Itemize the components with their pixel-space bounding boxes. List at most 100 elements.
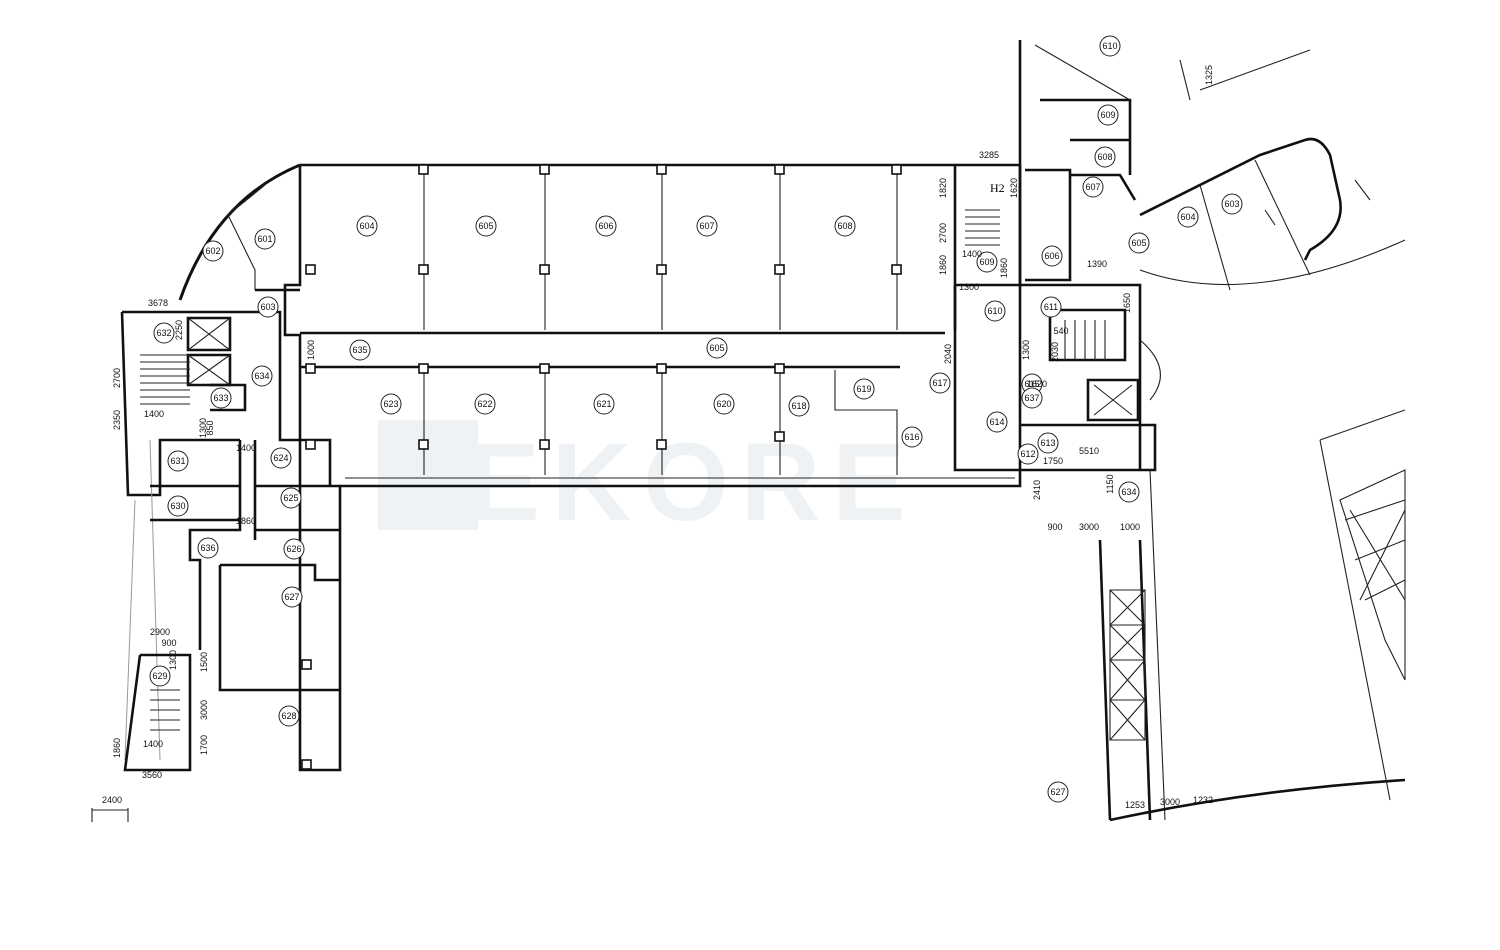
dimension-1400: 1400 xyxy=(236,443,256,453)
dimension-3678: 3678 xyxy=(148,298,168,308)
room-marker xyxy=(167,450,189,472)
dimension-1300: 1300 xyxy=(959,282,979,292)
room-number: 618 xyxy=(791,401,806,411)
room-marker xyxy=(595,215,617,237)
room-602: 602 xyxy=(202,240,224,262)
room-number: 620 xyxy=(716,399,731,409)
room-606: 606 xyxy=(1041,245,1063,267)
dimension-3560: 3560 xyxy=(142,770,162,780)
dimension-2250: 2250 xyxy=(174,320,184,340)
dimension-2400: 2400 xyxy=(102,795,122,805)
room-number: 611 xyxy=(1044,302,1058,312)
dimension-2700: 2700 xyxy=(938,223,948,243)
room-number: 624 xyxy=(273,453,288,463)
room-number: 606 xyxy=(1044,251,1059,261)
room-605: 605 xyxy=(1128,232,1150,254)
room-number: 631 xyxy=(170,456,185,466)
room-605: 605 xyxy=(706,337,728,359)
room-marker xyxy=(1017,443,1039,465)
room-number: 613 xyxy=(1040,438,1055,448)
dimension-1000: 1000 xyxy=(306,340,316,360)
room-marker xyxy=(167,495,189,517)
room-marker xyxy=(1097,104,1119,126)
room-marker xyxy=(1037,432,1059,454)
room-616: 616 xyxy=(901,426,923,448)
dimension-1750: 1750 xyxy=(1043,456,1063,466)
room-number: 612 xyxy=(1020,449,1035,459)
room-marker xyxy=(788,395,810,417)
dimension-1500: 1500 xyxy=(199,652,209,672)
room-marker xyxy=(1118,481,1140,503)
room-number: 629 xyxy=(152,671,167,681)
room-612: 612 xyxy=(1017,443,1039,465)
room-number: 603 xyxy=(1224,199,1239,209)
dimension-900: 900 xyxy=(1047,522,1062,532)
room-marker xyxy=(986,411,1008,433)
room-number: 615 xyxy=(1024,379,1039,389)
room-number: 626 xyxy=(286,544,301,554)
room-611: 611 xyxy=(1040,296,1062,318)
room-number: 621 xyxy=(596,399,611,409)
room-marker xyxy=(593,393,615,415)
dimension-3000: 3000 xyxy=(199,700,209,720)
room-606: 606 xyxy=(595,215,617,237)
room-number: 627 xyxy=(284,592,299,602)
dimension-2030: 2030 xyxy=(1050,342,1060,362)
dimension-3000: 3000 xyxy=(1079,522,1099,532)
room-marker xyxy=(380,393,402,415)
room-number: 608 xyxy=(1097,152,1112,162)
room-609: 609 xyxy=(1097,104,1119,126)
room-marker xyxy=(1177,206,1199,228)
room-marker xyxy=(984,300,1006,322)
dimension-1700: 1700 xyxy=(199,735,209,755)
room-607: 607 xyxy=(1082,176,1104,198)
room-number: 607 xyxy=(699,221,714,231)
room-613: 613 xyxy=(1037,432,1059,454)
room-number: 627 xyxy=(1050,787,1065,797)
room-637: 637 xyxy=(1021,387,1043,409)
dimension-1860: 1860 xyxy=(999,258,1009,278)
room-628: 628 xyxy=(278,705,300,727)
room-610: 610 xyxy=(984,300,1006,322)
dimension-1400: 1400 xyxy=(143,739,163,749)
room-633: 633 xyxy=(210,387,232,409)
room-number: 608 xyxy=(837,221,852,231)
room-631: 631 xyxy=(167,450,189,472)
room-604: 604 xyxy=(356,215,378,237)
dimension-1325: 1325 xyxy=(1204,65,1214,85)
room-617: 617 xyxy=(929,372,951,394)
dimension-3000: 3000 xyxy=(1160,797,1180,807)
room-625: 625 xyxy=(280,487,302,509)
room-635: 635 xyxy=(349,339,371,361)
dimension-2040: 2040 xyxy=(943,344,953,364)
dimension-1400: 1400 xyxy=(962,249,982,259)
room-632: 632 xyxy=(153,322,175,344)
room-number: 636 xyxy=(200,543,215,553)
dimension-1620: 1620 xyxy=(1027,379,1047,389)
room-number: 604 xyxy=(1180,212,1195,222)
room-630: 630 xyxy=(167,495,189,517)
room-marker xyxy=(149,665,171,687)
stair-label: H2 xyxy=(990,181,1005,195)
dimension-2900: 2900 xyxy=(150,627,170,637)
room-number: 605 xyxy=(709,343,724,353)
dimension-1300: 1300 xyxy=(1021,340,1031,360)
room-number: 630 xyxy=(170,501,185,511)
dimension-900: 900 xyxy=(161,638,176,648)
room-609: 609 xyxy=(976,251,998,273)
room-number: 634 xyxy=(1121,487,1136,497)
room-number: 609 xyxy=(1100,110,1115,120)
room-605: 605 xyxy=(475,215,497,237)
room-number: 634 xyxy=(254,371,269,381)
room-number: 603 xyxy=(260,302,275,312)
room-622: 622 xyxy=(474,393,496,415)
room-marker xyxy=(901,426,923,448)
room-number: 635 xyxy=(352,345,367,355)
room-number: 606 xyxy=(598,221,613,231)
room-marker xyxy=(349,339,371,361)
dimension-1400: 1400 xyxy=(144,409,164,419)
room-marker xyxy=(251,365,273,387)
room-marker xyxy=(281,586,303,608)
